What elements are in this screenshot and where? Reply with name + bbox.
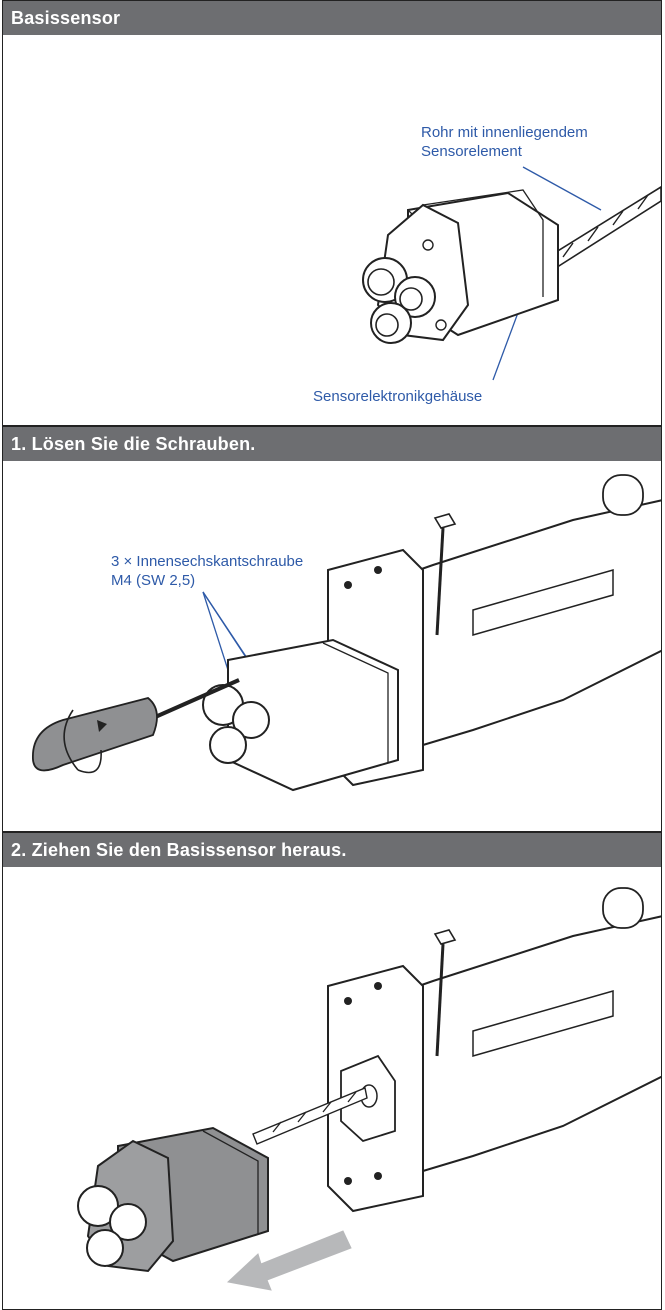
section-step-2: 2. Ziehen Sie den Basissensor heraus. bbox=[2, 832, 662, 1310]
tube-callout: Rohr mit innenliegendem Sensorelement bbox=[421, 124, 588, 160]
screws-callout: 3 × Innensechskantschraube M4 (SW 2,5) bbox=[111, 553, 304, 589]
basissensor-illustration: Rohr mit innenliegendem Sensorelement Se… bbox=[3, 35, 661, 425]
housing-callout: Sensorelektronikgehäuse bbox=[313, 388, 483, 405]
section-step-1: 1. Lösen Sie die Schrauben. 3 × Innensec… bbox=[2, 426, 662, 832]
step-1-illustration: 3 × Innensechskantschraube M4 (SW 2,5) bbox=[3, 460, 661, 831]
section-title: 2. Ziehen Sie den Basissensor heraus. bbox=[3, 832, 661, 867]
step-2-illustration bbox=[3, 866, 661, 1309]
section-basissensor: Basissensor Rohr mit innenliegendem Sens… bbox=[2, 0, 662, 426]
sensor-drawing bbox=[362, 166, 661, 381]
section-title: Basissensor bbox=[3, 1, 661, 35]
section-title: 1. Lösen Sie die Schrauben. bbox=[3, 426, 661, 461]
step-1-drawing bbox=[32, 474, 661, 792]
step-2-drawing bbox=[77, 887, 661, 1291]
